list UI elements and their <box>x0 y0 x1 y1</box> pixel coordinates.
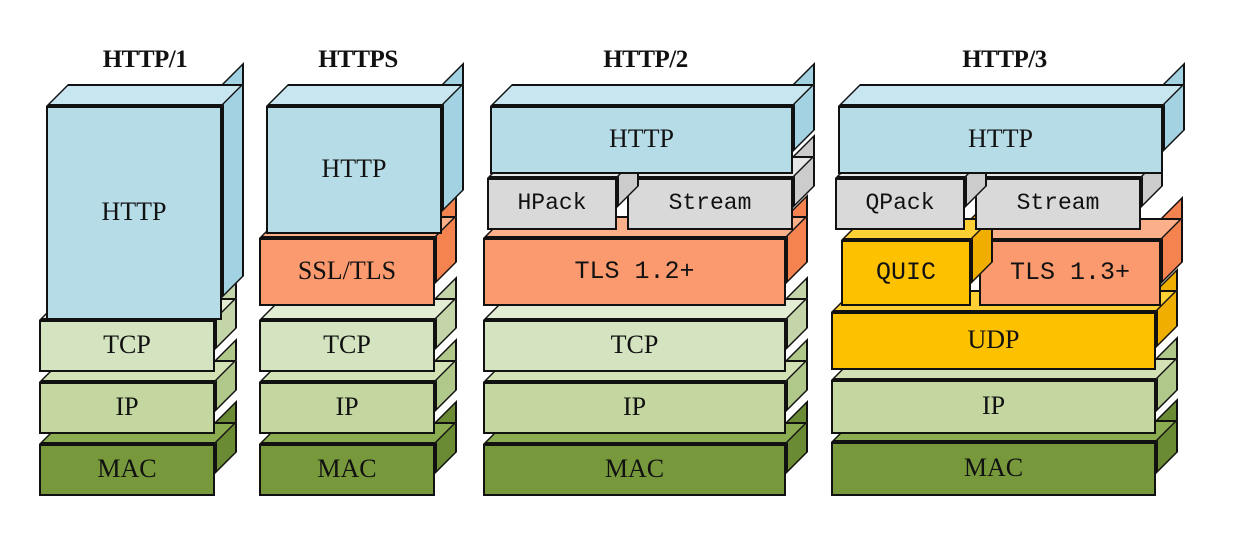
block-front-face: HTTP <box>838 106 1163 174</box>
layer-label: HTTP <box>968 124 1033 153</box>
layer-label: HPack <box>517 189 587 216</box>
block-side-face <box>1163 62 1185 152</box>
block-front-face: TLS 1.2+ <box>483 238 786 306</box>
layer-block-c3-ip: IP <box>483 338 808 434</box>
layer-block-c4-mac: MAC <box>831 398 1178 496</box>
column-title-https: HTTPS <box>318 46 398 73</box>
block-front-face: MAC <box>259 444 435 496</box>
layer-label: HTTP <box>101 197 167 226</box>
block-front-face: IP <box>483 382 786 434</box>
layer-label: IP <box>622 392 647 421</box>
layer-block-c3-hpack: HPack <box>487 134 639 230</box>
block-front-face: IP <box>39 382 215 434</box>
layer-block-c3-mac: MAC <box>483 400 808 496</box>
layer-block-c3-stream: Stream <box>627 134 815 230</box>
layer-block-c1-http: HTTP <box>46 62 244 320</box>
layer-block-c1-mac: MAC <box>39 400 237 496</box>
layer-label: HTTP <box>609 124 674 153</box>
block-top-face <box>46 84 244 106</box>
block-top-face <box>266 84 464 106</box>
block-front-face: QPack <box>835 178 965 230</box>
block-side-face <box>1161 196 1183 284</box>
layer-label: SSL/TLS <box>297 256 397 285</box>
layer-label: MAC <box>963 453 1024 482</box>
block-front-face: TCP <box>39 320 215 372</box>
block-front-face: TCP <box>259 320 435 372</box>
layer-label: MAC <box>317 454 377 483</box>
layer-label: TLS 1.3+ <box>1009 257 1131 287</box>
layer-block-c4-ip: IP <box>831 336 1178 434</box>
block-front-face: TCP <box>483 320 786 372</box>
layer-label: QUIC <box>875 257 936 287</box>
layer-block-c2-ip: IP <box>259 338 457 434</box>
column-title-http1: HTTP/1 <box>102 46 188 73</box>
layer-label: Stream <box>668 189 752 216</box>
layer-label: TCP <box>103 330 151 359</box>
layer-block-c1-ip: IP <box>39 338 237 434</box>
column-title-http2: HTTP/2 <box>603 46 688 73</box>
layer-block-c4-qpack: QPack <box>835 134 987 230</box>
layer-block-c2-ssl: SSL/TLS <box>259 194 457 306</box>
layer-block-c1-tcp: TCP <box>39 276 237 372</box>
layer-label: IP <box>335 392 359 421</box>
layer-label: TCP <box>323 330 371 359</box>
block-front-face: TLS 1.3+ <box>979 240 1161 306</box>
layer-block-c4-http: HTTP <box>838 62 1185 174</box>
block-front-face: SSL/TLS <box>259 238 435 306</box>
block-front-face: QUIC <box>841 240 971 306</box>
block-front-face: IP <box>831 380 1156 434</box>
block-front-face: HTTP <box>490 106 793 174</box>
layer-block-c4-quic: QUIC <box>841 196 993 306</box>
layer-block-c4-udp: UDP <box>831 268 1178 370</box>
layer-label: MAC <box>604 454 665 483</box>
layer-block-c2-http: HTTP <box>266 62 464 234</box>
layer-block-c3-tls: TLS 1.2+ <box>483 194 808 306</box>
block-front-face: HPack <box>487 178 617 230</box>
layer-label: IP <box>981 391 1006 420</box>
layer-label: TCP <box>610 330 659 359</box>
layer-label: Stream <box>1016 189 1100 216</box>
block-front-face: HTTP <box>266 106 442 234</box>
block-front-face: Stream <box>627 178 793 230</box>
layer-label: TLS 1.2+ <box>574 256 695 286</box>
block-top-face <box>838 84 1185 106</box>
block-front-face: HTTP <box>46 106 222 320</box>
layer-label: MAC <box>97 454 157 483</box>
block-top-face <box>490 84 815 106</box>
layer-label: QPack <box>865 189 935 216</box>
block-front-face: MAC <box>831 442 1156 496</box>
layer-label: IP <box>115 392 139 421</box>
block-front-face: MAC <box>39 444 215 496</box>
layer-label: HTTP <box>321 154 387 183</box>
layer-block-c2-tcp: TCP <box>259 276 457 372</box>
layer-label: UDP <box>967 325 1020 354</box>
block-front-face: IP <box>259 382 435 434</box>
layer-block-c3-http: HTTP <box>490 62 815 174</box>
layer-block-c4-tls: TLS 1.3+ <box>979 196 1183 306</box>
layer-block-c4-stream: Stream <box>975 134 1163 230</box>
block-front-face: UDP <box>831 312 1156 370</box>
block-front-face: MAC <box>483 444 786 496</box>
layer-block-c2-mac: MAC <box>259 400 457 496</box>
column-title-http3: HTTP/3 <box>962 46 1047 73</box>
layer-block-c3-tcp: TCP <box>483 276 808 372</box>
block-front-face: Stream <box>975 178 1141 230</box>
